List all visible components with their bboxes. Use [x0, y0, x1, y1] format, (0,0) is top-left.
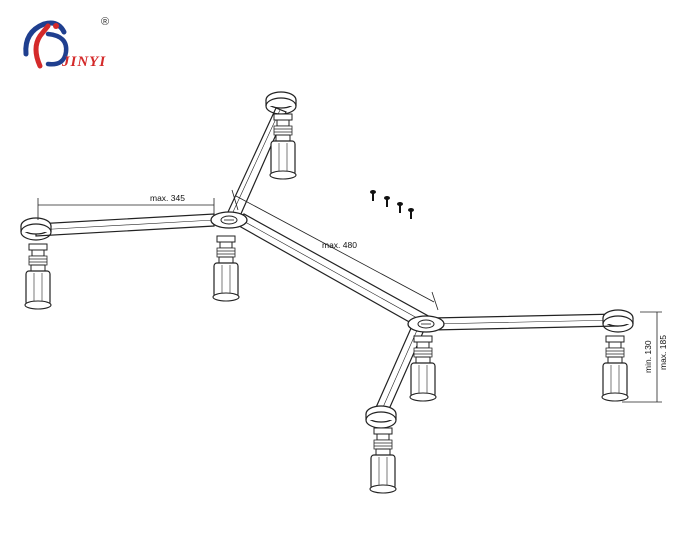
right-hub — [407, 315, 445, 333]
screw-icon — [397, 202, 403, 213]
bottom-cap — [365, 405, 397, 429]
jinyi-logo-icon — [23, 20, 69, 69]
screw-set — [370, 190, 414, 219]
height-max-label: max. 185 — [658, 335, 668, 370]
screw-icon — [408, 208, 414, 219]
adjustable-foot-icon — [24, 243, 52, 310]
beam-length-label: max. 480 — [322, 240, 357, 250]
adjustable-foot-icon — [212, 235, 240, 302]
dimension-beam-length: max. 480 — [231, 189, 439, 311]
left-hub — [210, 211, 248, 229]
left-arm — [35, 213, 215, 237]
arm-length-label: max. 345 — [150, 193, 185, 203]
adjustable-foot-icon — [369, 427, 397, 494]
screw-icon — [384, 196, 390, 207]
height-min-label: min. 130 — [643, 340, 653, 373]
left-cap — [20, 217, 52, 241]
right-cap — [602, 309, 634, 333]
adjustable-foot-icon — [601, 335, 629, 402]
main-beam — [230, 213, 434, 329]
screw-icon — [370, 190, 376, 201]
dimension-height: min. 130 max. 185 — [622, 311, 668, 403]
brand-name: JINYI — [62, 54, 107, 70]
dimension-arm-length: max. 345 — [37, 193, 215, 220]
registered-mark: ® — [101, 16, 110, 28]
right-arm — [431, 313, 619, 331]
brand-logo: ® JINYI — [18, 14, 128, 78]
